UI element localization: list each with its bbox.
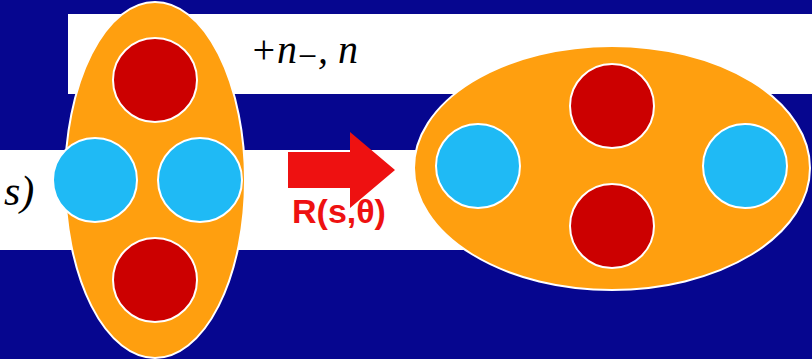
neutron [158, 138, 242, 222]
proton [570, 184, 654, 268]
nucleus-outline [414, 46, 810, 290]
neutron [53, 138, 137, 222]
formula-fragment: s) [4, 170, 34, 212]
neutron [703, 124, 787, 208]
rotation-label: R(s,θ) [292, 194, 386, 228]
formula-fragment: +n₋, n [250, 30, 358, 70]
proton [113, 238, 197, 322]
proton [570, 64, 654, 148]
proton [113, 38, 197, 122]
neutron [436, 124, 520, 208]
